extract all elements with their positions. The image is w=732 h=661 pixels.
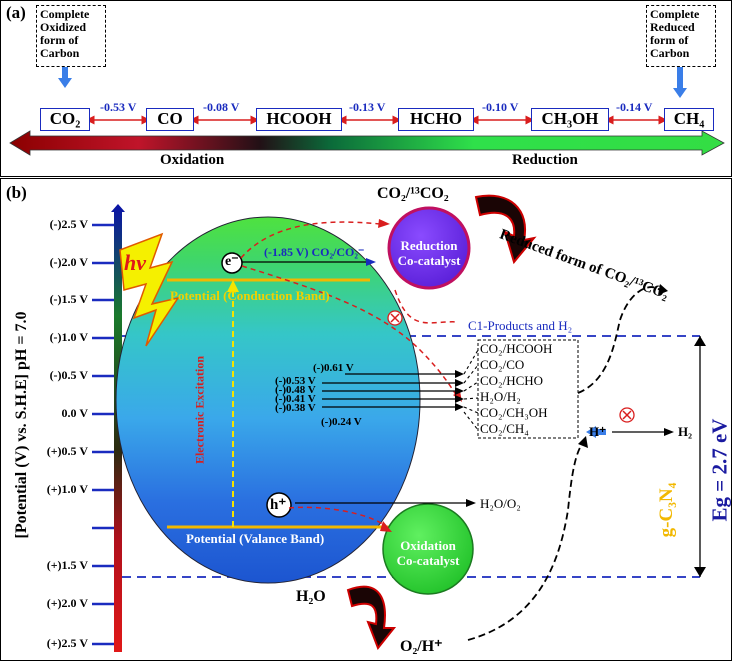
tick-label: 0.0 V — [61, 406, 88, 420]
reduction-cocatalyst-label: Reduction Co-catalyst — [397, 238, 461, 268]
blocked-marker-1 — [387, 310, 403, 326]
product-item: CO₂/CO — [480, 357, 525, 372]
water-oxidation-label: H₂O/O₂ — [480, 496, 521, 511]
potential-hcooh-hcho: -0.13 V — [349, 100, 386, 114]
panel-a-label: (a) — [6, 3, 26, 22]
cb-label: Potential (Conduction Band) — [170, 288, 330, 303]
product-item: CO₂/HCOOH — [480, 341, 553, 356]
species-ch4: CH₄ — [664, 108, 714, 131]
gcn-label: g-C₃N₄ — [656, 482, 677, 538]
product-potential: (-)0.24 V — [321, 416, 362, 428]
band-gap-label: Eg = 2.7 eV — [707, 418, 732, 522]
tick-label: (+)2.5 V — [46, 636, 88, 650]
vb-label: Potential (Valance Band) — [186, 531, 325, 546]
product-item: CO₂/CH₄ — [480, 421, 529, 436]
product-item: CO₂/CH₃OH — [480, 405, 548, 420]
species-co2: CO₂ — [40, 108, 90, 131]
tick-label: (-)0.5 V — [49, 368, 88, 382]
product-potential: (-)0.41 V — [275, 393, 316, 405]
h2-label: H₂ — [678, 424, 693, 439]
tick-label: (+)1.5 V — [46, 558, 88, 572]
reduced-carbon-box: Complete Reduced form of Carbon — [646, 5, 716, 67]
potential-co-hcooh: -0.08 V — [203, 100, 240, 114]
axis-title: [Potential (V) vs. S.H.E] pH = 7.0 — [13, 311, 30, 539]
products-box — [477, 339, 579, 439]
c1-products-label: C1-Products and H₂ — [468, 318, 573, 333]
species-hcooh: HCOOH — [256, 108, 342, 131]
tick-label: (+)1.0 V — [46, 482, 88, 496]
lightning-bolt — [119, 232, 180, 347]
blocked-marker-2 — [619, 407, 635, 423]
panel-b-label: (b) — [6, 183, 27, 202]
product-potential: (-)0.61 V — [313, 362, 354, 374]
co2-curved-arrow — [474, 194, 537, 265]
tick-label: (+)2.0 V — [46, 596, 88, 610]
electron-label: e⁻ — [225, 254, 239, 269]
potential-ch3oh-ch4: -0.14 V — [616, 100, 653, 114]
oxidation-cocatalyst-label: Oxidation Co-catalyst — [396, 538, 460, 568]
tick-label: (-)1.0 V — [49, 330, 88, 344]
co2-label: CO₂/¹³CO₂ — [377, 185, 449, 202]
hv-label: hν — [124, 250, 146, 275]
product-potential: (-)0.53 V — [275, 375, 316, 387]
reduced-down-arrow — [673, 67, 687, 98]
hole-label: h⁺ — [270, 497, 287, 513]
oxidation-reduction-arrow — [9, 130, 725, 156]
oxidized-down-arrow — [58, 67, 72, 88]
product-item: H₂O/H₂ — [480, 389, 521, 404]
product-arrows — [322, 373, 458, 408]
semiconductor-particle — [115, 216, 421, 584]
reduction-cocatalyst — [387, 206, 471, 290]
oxidized-carbon-box: Complete Oxidized form of Carbon — [36, 5, 106, 67]
axis-ticks — [92, 223, 114, 646]
h-plus-label: H⁺ — [589, 424, 606, 439]
reduction-label: Reduction — [512, 152, 578, 168]
excitation-label: Electronic Excitation — [192, 355, 207, 465]
product-potential: (-)0.48 V — [275, 384, 316, 396]
species-co: CO — [146, 108, 194, 131]
tick-label: (-)2.5 V — [49, 217, 88, 231]
species-ch3oh: CH₃OH — [531, 108, 609, 131]
cb-potential-label: (-1.85 V) CO₂/CO₂⁻ — [264, 245, 365, 259]
electron-circle — [221, 252, 243, 274]
product-item: CO₂/HCHO — [480, 373, 544, 388]
panel-a-graphics — [9, 67, 725, 156]
product-potential: (-)0.38 V — [275, 402, 316, 414]
tick-label: (-)2.0 V — [49, 255, 88, 269]
h2o-curved-arrow — [346, 585, 397, 650]
potential-hcho-ch3oh: -0.10 V — [482, 100, 519, 114]
oxidation-cocatalyst — [382, 503, 474, 595]
species-hcho: HCHO — [398, 108, 474, 131]
hole-circle — [266, 492, 292, 518]
potential-co2-co: -0.53 V — [100, 100, 137, 114]
oxidation-label: Oxidation — [160, 152, 225, 168]
o2h-label: O₂/H⁺ — [400, 638, 443, 655]
tick-label: (+)0.5 V — [46, 444, 88, 458]
h2o-label: H₂O — [296, 588, 326, 605]
tick-label: (-)1.5 V — [49, 292, 88, 306]
